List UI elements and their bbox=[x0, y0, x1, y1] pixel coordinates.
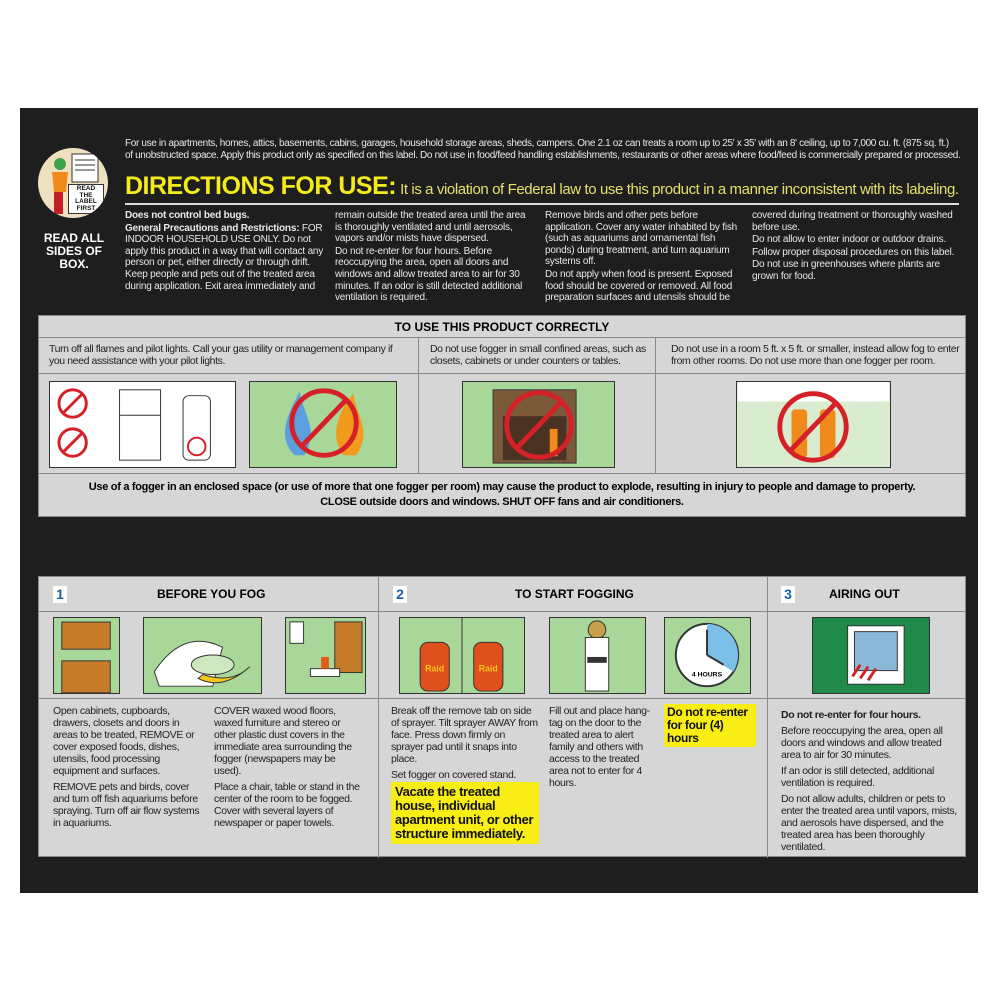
two-foggers-prohibited-image bbox=[736, 381, 891, 468]
flames-prohibited-image bbox=[249, 381, 397, 468]
instruction: Before reoccupying the area, open all do… bbox=[781, 725, 943, 761]
open-cabinets-image bbox=[53, 617, 120, 694]
reenter-note: Do not re-enter for four hours. bbox=[781, 709, 921, 721]
warning-line: Use of a fogger in an enclosed space (or… bbox=[88, 481, 916, 493]
divider bbox=[125, 203, 959, 205]
precautions-text: Remove birds and other pets before appli… bbox=[545, 210, 738, 268]
instruction: Break off the remove tab on side of spra… bbox=[391, 705, 538, 765]
bed-bugs-note: Does not control bed bugs. bbox=[125, 210, 250, 221]
four-hours-clock-image: 4 HOURS bbox=[664, 617, 751, 694]
divider bbox=[39, 698, 965, 699]
precautions-text: remain outside the treated area until th… bbox=[335, 210, 526, 245]
intro-line: of unobstructed space. Apply this produc… bbox=[125, 150, 961, 161]
step-3-number: 3 bbox=[781, 586, 795, 603]
divider bbox=[655, 338, 656, 473]
cover-dishes-image bbox=[143, 617, 262, 694]
correct-use-section: TO USE THIS PRODUCT CORRECTLY Turn off a… bbox=[38, 315, 966, 517]
divider bbox=[767, 577, 768, 858]
precautions-label: General Precautions and Restrictions: bbox=[125, 222, 300, 234]
directions-heading: DIRECTIONS FOR USE:It is a violation of … bbox=[125, 172, 965, 201]
can-brand: Raid bbox=[425, 664, 444, 674]
precautions-text: Follow proper disposal procedures on thi… bbox=[752, 246, 955, 258]
divider bbox=[378, 577, 379, 858]
step-3-title: AIRING OUT bbox=[829, 587, 900, 601]
step-1-number: 1 bbox=[53, 586, 67, 603]
warning-line: CLOSE outside doors and windows. SHUT OF… bbox=[320, 496, 684, 508]
instruction: Open cabinets, cupboards, drawers, close… bbox=[53, 705, 195, 777]
step-2-number: 2 bbox=[393, 586, 407, 603]
precautions-col-3: Remove birds and other pets before appli… bbox=[545, 210, 745, 305]
read-label-first-text: READ THE LABEL FIRST bbox=[68, 184, 104, 214]
intro-line: For use in apartments, homes, attics, ba… bbox=[125, 138, 949, 149]
divider bbox=[418, 338, 419, 473]
divider bbox=[39, 611, 965, 612]
precautions-col-2: remain outside the treated area until th… bbox=[335, 210, 530, 305]
reenter-warning: Do not re-enter for four (4) hours bbox=[664, 704, 756, 747]
room-size-instruction: Do not use in a room 5 ft. x 5 ft. or sm… bbox=[671, 343, 960, 367]
vacate-warning: Vacate the treated house, individual apa… bbox=[391, 782, 539, 844]
step-1-title: BEFORE YOU FOG bbox=[157, 587, 266, 601]
federal-law-notice: It is a violation of Federal law to use … bbox=[400, 181, 959, 198]
instruction: Do not allow adults, children or pets to… bbox=[781, 793, 957, 853]
precautions-text: Do not re-enter for four hours. Before r… bbox=[335, 245, 523, 304]
read-all-sides: READ ALL SIDES OF BOX. bbox=[43, 231, 105, 271]
divider bbox=[39, 473, 965, 474]
step-2-title: TO START FOGGING bbox=[515, 587, 634, 601]
instruction: Set fogger on covered stand. bbox=[391, 769, 517, 781]
hang-tag-text: Fill out and place hang-tag on the door … bbox=[549, 705, 650, 789]
precautions-text: Do not use in greenhouses where plants a… bbox=[752, 259, 940, 282]
precautions-text: covered during treatment or thoroughly w… bbox=[752, 210, 953, 233]
flames-instruction: Turn off all flames and pilot lights. Ca… bbox=[49, 343, 393, 367]
steps-section: 1 BEFORE YOU FOG Open cabinets, cupboard… bbox=[38, 576, 966, 858]
read-label-first-icon: READ THE LABEL FIRST bbox=[38, 148, 108, 218]
hang-tag-image bbox=[549, 617, 646, 694]
step-1-right-text: COVER waxed wood floors, waxed furniture… bbox=[214, 705, 364, 833]
explosion-warning: Use of a fogger in an enclosed space (or… bbox=[39, 480, 965, 510]
precautions-col-4: covered during treatment or thoroughly w… bbox=[752, 210, 957, 284]
appliances-pilot-light-image bbox=[49, 381, 236, 468]
step-2-left-text: Break off the remove tab on side of spra… bbox=[391, 705, 539, 785]
precautions-text: Do not apply when food is present. Expos… bbox=[545, 268, 733, 304]
step-1-left-text: Open cabinets, cupboards, drawers, close… bbox=[53, 705, 203, 833]
confined-areas-instruction: Do not use fogger in small confined area… bbox=[430, 343, 646, 367]
instruction: REMOVE pets and birds, cover and turn of… bbox=[53, 781, 200, 829]
step-3-text: Do not re-enter for four hours. Before r… bbox=[781, 709, 961, 857]
precautions-text: Do not allow to enter indoor or outdoor … bbox=[752, 234, 947, 246]
divider bbox=[39, 373, 965, 374]
usage-intro: For use in apartments, homes, attics, ba… bbox=[125, 138, 965, 162]
cabinet-prohibited-image bbox=[462, 381, 615, 468]
label-panel: For use in apartments, homes, attics, ba… bbox=[20, 108, 978, 893]
instruction: Place a chair, table or stand in the cen… bbox=[214, 781, 360, 829]
precautions-text: FOR INDOOR HOUSEHOLD USE ONLY. Do not ap… bbox=[125, 222, 324, 292]
precautions-col-1: Does not control bed bugs. General Preca… bbox=[125, 210, 325, 293]
directions-title: DIRECTIONS FOR USE: bbox=[125, 172, 397, 200]
clock-label: 4 HOURS bbox=[692, 671, 723, 678]
instruction: COVER waxed wood floors, waxed furniture… bbox=[214, 705, 352, 777]
correct-use-title: TO USE THIS PRODUCT CORRECTLY bbox=[39, 316, 965, 338]
instruction: If an odor is still detected, additional… bbox=[781, 765, 934, 789]
covered-stand-image bbox=[285, 617, 366, 694]
can-brand: Raid bbox=[479, 664, 498, 674]
activate-sprayer-image: Raid Raid bbox=[399, 617, 525, 694]
open-window-image bbox=[812, 617, 930, 694]
